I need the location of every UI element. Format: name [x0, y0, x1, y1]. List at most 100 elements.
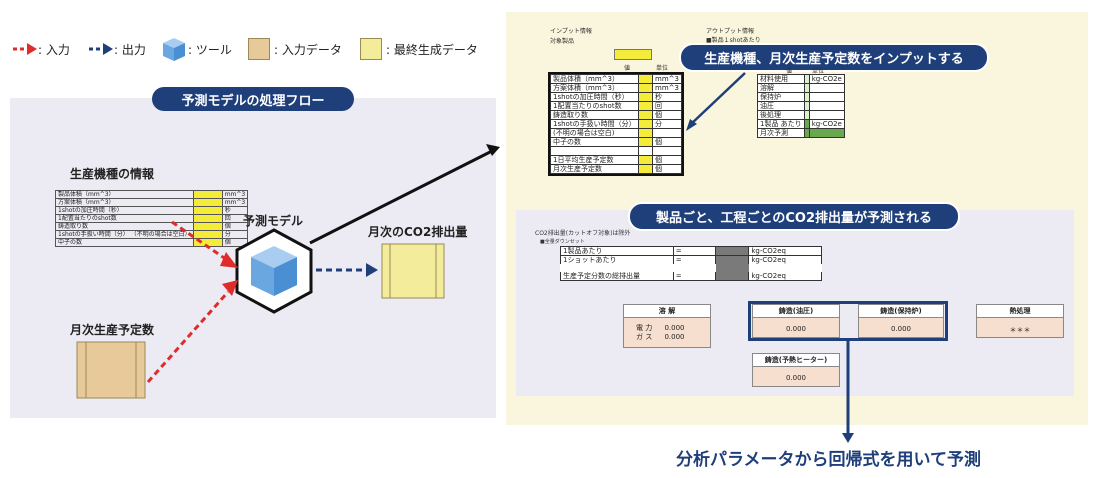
output-unit-cell	[808, 92, 845, 102]
input-value-cell[interactable]	[637, 146, 654, 156]
melting-title: 溶 解	[624, 305, 710, 318]
output-arrow-head	[366, 263, 378, 277]
input-unit-cell: 秒	[652, 92, 682, 102]
summary-unit-cell: kg-CO2eq	[748, 246, 822, 256]
summary-unit-cell: kg-CO2eq	[748, 255, 822, 269]
output-name-cell: 1製品 あたり	[757, 119, 805, 129]
legend-tool: : ツール	[160, 38, 232, 61]
prediction-model-icon	[235, 228, 313, 314]
melting-card: 溶 解 電 力 0.000 ガ ス 0.000	[623, 304, 711, 348]
input-value-cell[interactable]	[637, 83, 654, 93]
input-table-row: 製品体積（mm^3） mm^3	[550, 74, 682, 84]
legend-output-label: : 出力	[114, 42, 146, 57]
output-table-row: 溶解	[757, 83, 845, 93]
casting-holding-title: 鋳造(保持炉)	[859, 305, 943, 318]
input-table-row: 1shotの加圧時間（秒）秒	[550, 92, 682, 102]
input-value-cell[interactable]	[637, 74, 654, 84]
input-name-cell	[550, 146, 639, 156]
electric-label: 電 力	[636, 324, 653, 332]
input-arrow-machine	[171, 220, 231, 264]
param-unit-cell: 個	[221, 238, 249, 247]
electric-value: 0.000	[664, 324, 685, 332]
output-table-row: 油圧	[757, 101, 845, 111]
input-table-row: 月次生産予定数個	[550, 164, 682, 174]
input-value-cell[interactable]	[637, 101, 654, 111]
input-callout-pill: 生産機種、月次生産予定数をインプットする	[679, 43, 989, 72]
bottom-caption: 分析パラメータから回帰式を用いて予測	[676, 450, 981, 470]
casting-preheater-card: 鋳造(予熱ヒーター) 0.000	[752, 353, 840, 387]
final-data-doc-icon	[381, 243, 445, 299]
input-table-row: (不明の場合は空白)	[550, 128, 682, 138]
output-callout-pill: 製品ごと、工程ごとのCO2排出量が予測される	[628, 202, 960, 231]
input-arrow-plan	[146, 291, 230, 383]
summary-value-cell	[715, 255, 750, 269]
casting-hydraulic-card: 鋳造(油圧) 0.000	[752, 304, 840, 338]
input-unit-cell: 個	[652, 110, 682, 120]
input-table-row: 1shotの手扱い時間（分）分	[550, 119, 682, 129]
casting-highlight-frame	[748, 301, 948, 341]
machine-info-label: 生産機種の情報	[70, 167, 155, 181]
red-dashed-arrow-icon	[13, 43, 37, 55]
input-unit-cell: mm^3	[652, 74, 682, 84]
summary-row: 1製品あたり=kg-CO2eq	[560, 246, 822, 256]
input-unit-cell: mm^3	[652, 83, 682, 93]
input-value-cell[interactable]	[637, 155, 654, 165]
input-unit-cell	[652, 128, 682, 138]
output-name-cell: 油圧	[757, 101, 805, 111]
machine-table-row: 中子の数個	[55, 238, 249, 247]
output-table-row: 後処理	[757, 110, 845, 120]
input-value-cell[interactable]	[637, 137, 654, 147]
callout-pointer-top	[689, 72, 746, 126]
output-name-cell: 材料使用	[757, 74, 805, 84]
input-name-cell: 1日平均生産予定数	[550, 155, 639, 165]
input-table-row: 1配置当たりのshot数回	[550, 101, 682, 111]
input-value-cell[interactable]	[637, 164, 654, 174]
input-name-cell: 中子の数	[550, 137, 639, 147]
summary-eq-cell: =	[672, 255, 717, 269]
summary-label-cell: 1製品あたり	[560, 246, 674, 256]
input-value-cell[interactable]	[637, 119, 654, 129]
flow-title-pill: 予測モデルの処理フロー	[152, 87, 354, 111]
input-unit-cell: 個	[652, 164, 682, 174]
input-name-cell: 方案体積（mm^3）	[550, 83, 639, 93]
legend-final-data-label: : 最終生成データ	[386, 42, 478, 57]
input-value-cell[interactable]	[637, 128, 654, 138]
input-callout: 生産機種、月次生産予定数をインプットする	[704, 52, 964, 67]
melting-body: 電 力 0.000 ガ ス 0.000	[624, 318, 710, 342]
summary-row: 1ショットあたり=kg-CO2eq	[560, 255, 822, 269]
legend-tool-label: : ツール	[188, 42, 232, 57]
casting-holding-value: 0.000	[890, 325, 912, 333]
per-shot-note: ■製品１shotあたり	[706, 37, 761, 44]
gas-label: ガ ス	[636, 333, 653, 341]
input-table-row: 1日平均生産予定数個	[550, 155, 682, 165]
model-label: 予測モデル	[243, 214, 304, 228]
input-unit-cell: 個	[652, 137, 682, 147]
cube-icon	[163, 38, 185, 61]
summary-value-cell	[715, 246, 750, 256]
input-name-cell: (不明の場合は空白)	[550, 128, 639, 138]
input-info-label: インプット情報	[550, 28, 592, 35]
input-value-cell[interactable]	[637, 92, 654, 102]
summary-unit-cell: kg-CO2eq	[748, 267, 822, 281]
input-name-cell: 製品体積（mm^3）	[550, 74, 639, 84]
heat-treatment-card: 熱処理 ＊＊＊	[976, 304, 1064, 338]
input-unit-cell	[652, 146, 682, 156]
bottom-caption-pointer-head	[842, 433, 854, 443]
output-callout: 製品ごと、工程ごとのCO2排出量が予測される	[656, 211, 932, 226]
callout-pointer-top-head	[686, 119, 697, 131]
flow-title: 予測モデルの処理フロー	[181, 93, 325, 109]
connector-line	[309, 148, 495, 245]
output-unit-cell	[808, 83, 845, 93]
output-unit-cell	[808, 128, 845, 138]
input-table-row: 方案体積（mm^3） mm^3	[550, 83, 682, 93]
target-product-field[interactable]	[614, 49, 652, 60]
output-unit-cell	[808, 101, 845, 111]
input-data-swatch	[248, 38, 270, 60]
input-table-row: 中子の数 個	[550, 137, 682, 147]
output-unit-cell: kg-CO2e	[808, 74, 845, 84]
input-value-cell[interactable]	[637, 110, 654, 120]
